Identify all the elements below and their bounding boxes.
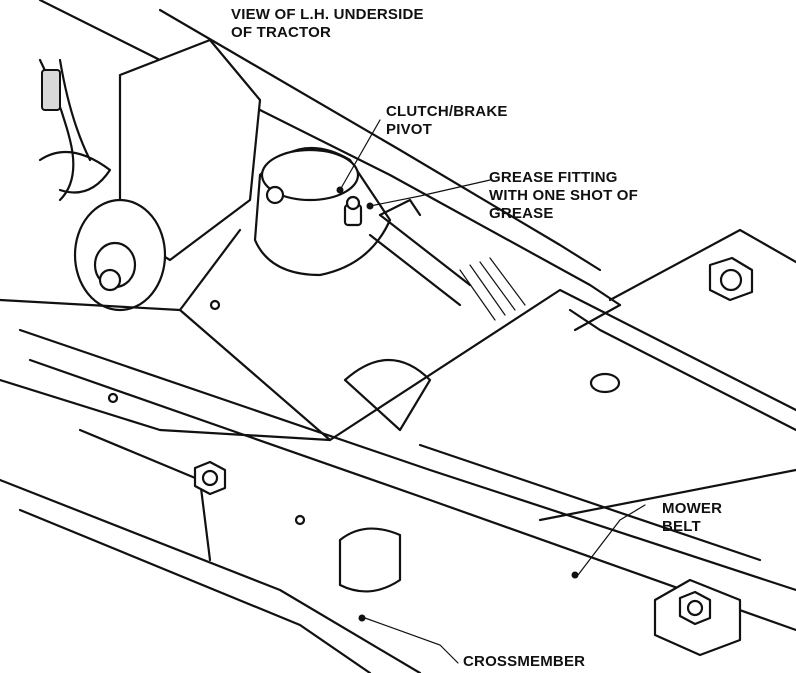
pivot-label-line1: CLUTCH/BRAKE xyxy=(386,103,508,120)
leader-lines xyxy=(336,119,646,664)
nut-left xyxy=(193,460,227,496)
channel xyxy=(0,228,432,442)
belt-label-line2: BELT xyxy=(662,518,701,535)
belt-label-line1: MOWER xyxy=(662,500,723,517)
solenoid xyxy=(38,38,262,312)
side-plate xyxy=(328,288,796,562)
nut-lower-right xyxy=(653,578,742,657)
tractor-frame xyxy=(38,0,796,432)
clutch-brake-pivot xyxy=(253,146,422,277)
grease-label-line2: WITH ONE SHOT OF xyxy=(489,187,639,204)
small-holes xyxy=(107,299,306,526)
nut-upper-right xyxy=(708,256,754,302)
view-caption: VIEW OF L.H. UNDERSIDE OF TRACTOR xyxy=(231,6,424,42)
threaded-rod xyxy=(368,213,526,321)
grease-fitting xyxy=(343,195,363,227)
mower-belt-label: MOWER BELT xyxy=(662,500,722,536)
view-caption-line1: VIEW OF L.H. UNDERSIDE xyxy=(231,6,424,23)
crossmember xyxy=(0,428,422,673)
view-caption-line2: OF TRACTOR xyxy=(231,24,332,41)
crossmember-label-text: CROSSMEMBER xyxy=(463,653,586,670)
grease-label-line3: GREASE xyxy=(489,205,554,222)
clutch-brake-pivot-label: CLUTCH/BRAKE PIVOT xyxy=(386,103,508,139)
grease-label-line1: GREASE FITTING xyxy=(489,169,618,186)
grease-fitting-label: GREASE FITTING WITH ONE SHOT OF GREASE xyxy=(489,169,638,223)
mower-belt xyxy=(18,328,796,632)
pivot-label-line2: PIVOT xyxy=(386,121,433,138)
crossmember-label: CROSSMEMBER xyxy=(463,653,585,671)
